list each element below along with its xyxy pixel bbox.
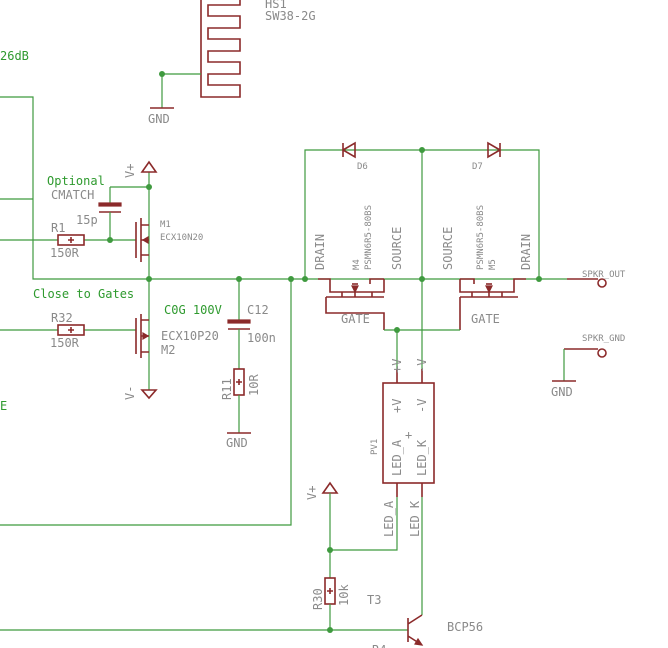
gnd-symbol-r11: GND: [226, 432, 251, 450]
close-to-gates-note: Close to Gates: [33, 287, 134, 301]
m4-part: PSMN6R5-80BS: [364, 205, 374, 270]
spkr-out-label: SPKR_OUT: [582, 270, 626, 280]
wire-bottom-feedback: [0, 279, 292, 526]
resistor-r11[interactable]: R11 10R: [220, 368, 261, 400]
resistor-r32[interactable]: R32 150R: [50, 311, 85, 350]
m2-name: M2: [161, 343, 175, 357]
cmatch-label: CMATCH: [51, 188, 94, 202]
hs1-name: HS1: [265, 0, 287, 11]
pv-plus-inner: +V: [390, 399, 404, 413]
r32-value: 150R: [50, 336, 80, 350]
mosfet-m1[interactable]: M1 ECX10N20: [135, 218, 203, 262]
r1-name: R1: [51, 221, 65, 235]
gain-note: 26dB: [0, 49, 29, 63]
m1-value: ECX10N20: [160, 233, 203, 243]
pv-led-k-inner: LED_K: [415, 439, 429, 476]
mosfet-m2[interactable]: ECX10P20 M2: [135, 314, 219, 358]
r11-value: 10R: [247, 374, 261, 396]
pv-plus-pin: +V: [390, 359, 404, 373]
vplus-label-m1: V+: [123, 164, 137, 178]
m4-gate-label: GATE: [341, 312, 370, 326]
pv-led-a-inner: LED_A: [390, 439, 404, 476]
cap-15p-value: 15p: [76, 213, 98, 227]
t3-name: T3: [367, 593, 381, 607]
d6-label: D6: [357, 162, 368, 172]
heatsink-hs1[interactable]: HS1 SW38-2G: [200, 0, 316, 98]
r30-value: 10k: [337, 584, 351, 606]
t3-value: BCP56: [447, 620, 483, 634]
diode-d7[interactable]: D7: [472, 141, 502, 172]
r-fragment: R4: [372, 643, 386, 648]
wire-top-left: [0, 96, 305, 280]
resistor-r1[interactable]: R1 150R: [50, 221, 85, 260]
mosfet-m5[interactable]: SOURCE DRAIN PSMN6R5-80BS M5 GATE: [441, 205, 533, 330]
resistor-r30[interactable]: R30 10k: [311, 577, 351, 610]
m4-name: M4: [352, 259, 362, 270]
m1-name: M1: [160, 220, 171, 230]
gnd-label-spkr: GND: [551, 385, 573, 399]
r1-value: 150R: [50, 246, 80, 260]
transistor-t3[interactable]: T3 BCP56: [367, 593, 483, 646]
pv-plus-sign: +: [405, 428, 412, 442]
wire-hs1-gnd: [161, 73, 201, 108]
gnd-label-hs1: GND: [148, 112, 170, 126]
diode-d6[interactable]: D6: [341, 141, 368, 172]
vplus-symbol-r30: V+: [305, 481, 339, 500]
vminus-label-m2: V-: [123, 386, 137, 400]
cog-note: C0G 100V: [164, 303, 222, 317]
optional-title: Optional: [47, 174, 105, 188]
gnd-symbol-spkr: GND: [551, 380, 576, 399]
vplus-symbol-m1: V+: [123, 160, 158, 178]
mosfet-m4[interactable]: DRAIN SOURCE M4 PSMN6R5-80BS GATE: [313, 205, 404, 330]
wire-r30-base: [329, 604, 408, 631]
vminus-symbol-m2: V-: [123, 386, 158, 400]
gnd-label-r11: GND: [226, 436, 248, 450]
c12-value: 100n: [247, 331, 276, 345]
pv-led-a-pin: LED_A: [382, 500, 396, 537]
pv-minus-inner: -V: [415, 399, 429, 413]
capacitor-cmatch[interactable]: [98, 202, 122, 213]
m5-part: PSMN6R5-80BS: [476, 205, 486, 270]
wire-led-a: [330, 497, 398, 551]
m2-value: ECX10P20: [161, 329, 219, 343]
spkr-gnd-label: SPKR_GND: [582, 334, 625, 344]
spkr-gnd-terminal[interactable]: SPKR_GND: [564, 334, 625, 358]
d7-label: D7: [472, 162, 483, 172]
r11-name: R11: [220, 378, 234, 400]
e-fragment: E: [0, 399, 7, 413]
gnd-symbol-hs1: GND: [148, 107, 174, 126]
m5-drain-label: DRAIN: [519, 234, 533, 270]
m5-source-label: SOURCE: [441, 227, 455, 270]
pv-led-k-pin: LED_K: [408, 500, 422, 537]
pv1-name: PV1: [370, 439, 380, 455]
photovoltaic-driver-pv1[interactable]: +V -V +V -V PV1 LED_A LED_K + LED_A LED_…: [370, 359, 435, 537]
r32-name: R32: [51, 311, 73, 325]
c12-name: C12: [247, 303, 269, 317]
m4-drain-label: DRAIN: [313, 234, 327, 270]
m4-source-label: SOURCE: [390, 227, 404, 270]
vplus-label-r30: V+: [305, 486, 319, 500]
spkr-out-terminal[interactable]: SPKR_OUT: [567, 270, 626, 288]
pv-minus-pin: -V: [415, 359, 429, 373]
m5-gate-label: GATE: [471, 312, 500, 326]
r30-name: R30: [311, 588, 325, 610]
hs1-value: SW38-2G: [265, 9, 316, 23]
m5-name: M5: [488, 259, 498, 270]
capacitor-c12[interactable]: C12 100n: [227, 303, 276, 345]
